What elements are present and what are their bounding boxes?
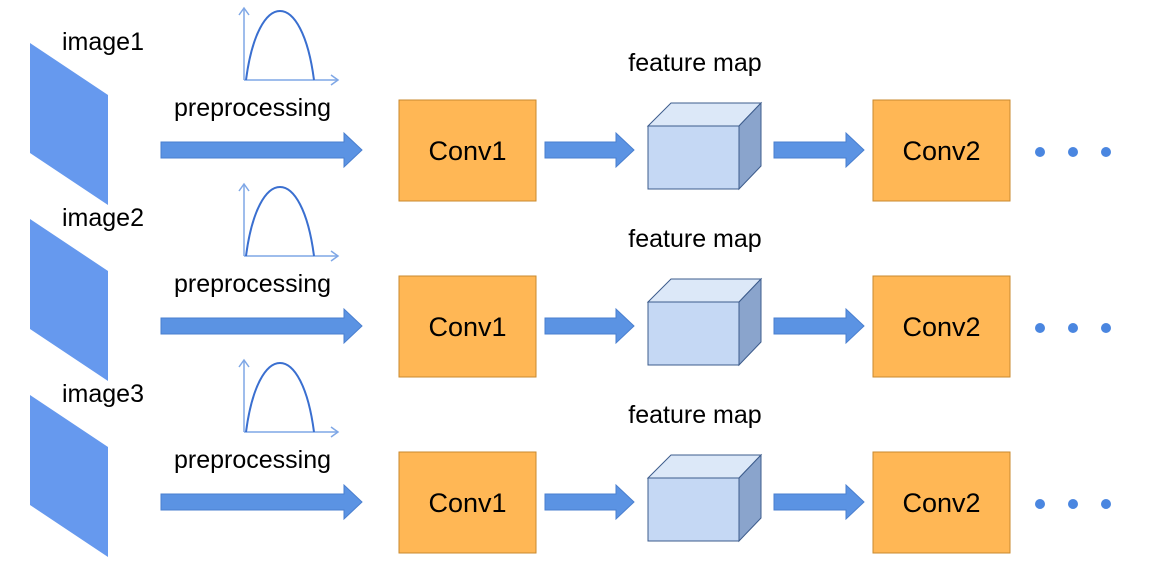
distribution-curve-icon (238, 358, 340, 438)
feature-map-label: feature map (628, 225, 761, 253)
conv1-box (398, 99, 537, 202)
conv1-label: Conv1 (428, 136, 506, 166)
conv2-label: Conv2 (902, 136, 980, 166)
image-label: image3 (62, 380, 144, 408)
conv2-label: Conv2 (902, 312, 980, 342)
right-arrow-icon (544, 307, 635, 345)
preprocessing-label: preprocessing (174, 270, 331, 298)
right-arrow-icon (544, 131, 635, 169)
ellipsis-dots-icon (1035, 147, 1111, 157)
feature-map-cube-icon (646, 277, 763, 367)
image-panel-icon (30, 219, 108, 381)
feature-map-label: feature map (628, 401, 761, 429)
distribution-curve-icon (238, 6, 340, 86)
right-arrow-icon (773, 483, 865, 521)
preprocessing-label: preprocessing (174, 446, 331, 474)
feature-map-cube-icon (646, 101, 763, 191)
ellipsis-dots-icon (1035, 499, 1111, 509)
conv2-box (872, 99, 1011, 202)
conv2-box (872, 451, 1011, 554)
distribution-curve-icon (238, 182, 340, 262)
image-label: image2 (62, 204, 144, 232)
conv2-box (872, 275, 1011, 378)
feature-map-cube-icon (646, 453, 763, 543)
ellipsis-dots-icon (1035, 323, 1111, 333)
conv1-label: Conv1 (428, 488, 506, 518)
right-arrow-icon (773, 131, 865, 169)
image-panel-icon (30, 43, 108, 205)
right-arrow-icon (160, 307, 363, 345)
right-arrow-icon (773, 307, 865, 345)
conv1-box (398, 451, 537, 554)
image-panel-icon (30, 395, 108, 557)
right-arrow-icon (160, 483, 363, 521)
conv1-box (398, 275, 537, 378)
right-arrow-icon (544, 483, 635, 521)
preprocessing-label: preprocessing (174, 94, 331, 122)
conv1-label: Conv1 (428, 312, 506, 342)
right-arrow-icon (160, 131, 363, 169)
image-label: image1 (62, 28, 144, 56)
feature-map-label: feature map (628, 49, 761, 77)
conv2-label: Conv2 (902, 488, 980, 518)
